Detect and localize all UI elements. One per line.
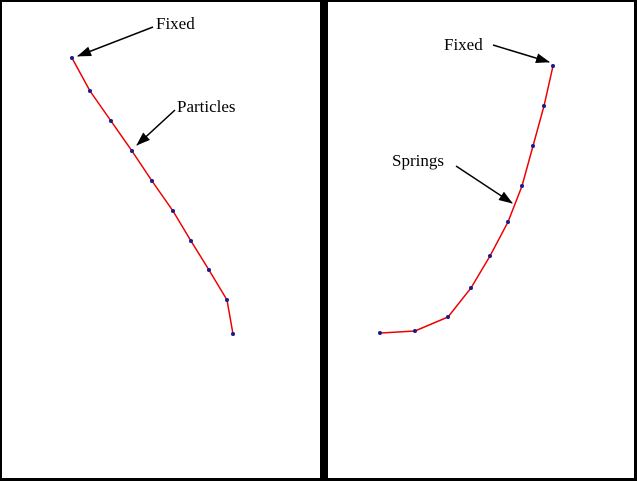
right-particle-9 bbox=[378, 331, 382, 335]
fixed-label-left: Fixed bbox=[156, 14, 195, 33]
right-particle-6 bbox=[469, 286, 473, 290]
left-particle-4 bbox=[150, 179, 154, 183]
right-particle-1 bbox=[542, 104, 546, 108]
fixed-label-right: Fixed bbox=[444, 35, 483, 54]
left-particle-7 bbox=[207, 268, 211, 272]
fixed-arrow-left bbox=[77, 26, 154, 57]
springs-label: Springs bbox=[392, 151, 444, 170]
fixed-arrow-right bbox=[492, 44, 550, 64]
particles-label: Particles bbox=[177, 97, 236, 116]
left-particles bbox=[70, 56, 235, 336]
left-spring-chain bbox=[71, 57, 234, 335]
springs-arrow bbox=[455, 165, 513, 204]
left-particle-2 bbox=[109, 119, 113, 123]
left-particle-8 bbox=[225, 298, 229, 302]
right-particle-4 bbox=[506, 220, 510, 224]
left-particle-0 bbox=[70, 56, 74, 60]
right-particle-8 bbox=[413, 329, 417, 333]
left-particle-3 bbox=[130, 149, 134, 153]
right-particle-2 bbox=[531, 144, 535, 148]
particles-arrow bbox=[136, 109, 176, 146]
left-panel bbox=[2, 2, 320, 478]
left-particle-9 bbox=[231, 332, 235, 336]
right-particle-5 bbox=[488, 254, 492, 258]
right-particles bbox=[378, 64, 555, 335]
right-particle-0 bbox=[551, 64, 555, 68]
left-particle-5 bbox=[171, 209, 175, 213]
right-panel bbox=[328, 2, 634, 478]
right-spring-chain bbox=[379, 65, 554, 334]
left-particle-1 bbox=[88, 89, 92, 93]
left-particle-6 bbox=[189, 239, 193, 243]
right-particle-3 bbox=[520, 184, 524, 188]
right-particle-7 bbox=[446, 315, 450, 319]
